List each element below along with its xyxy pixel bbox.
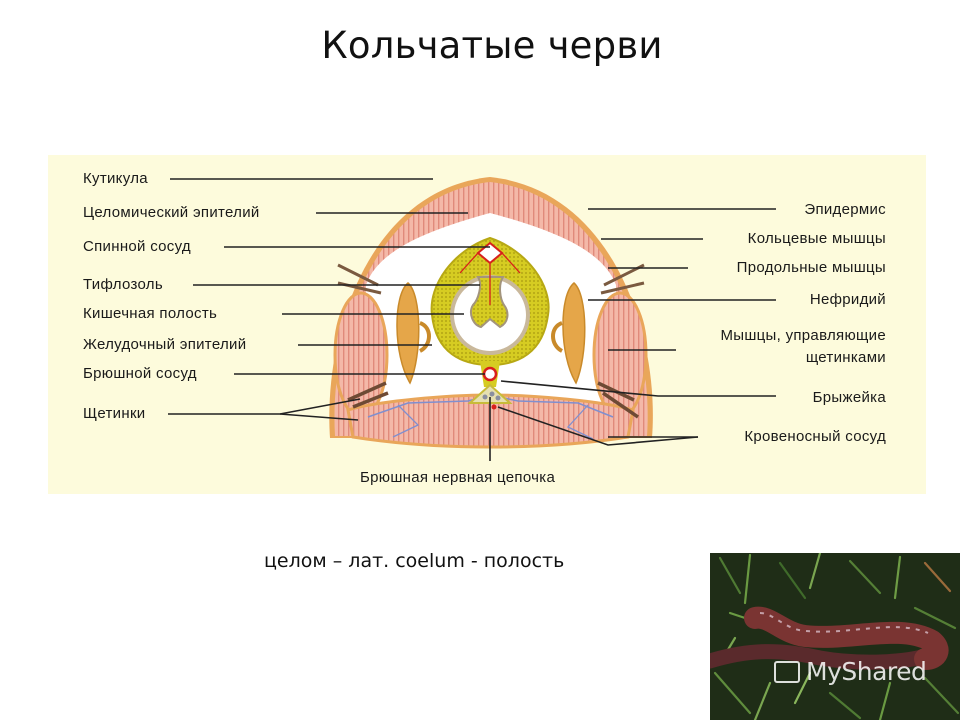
label-typhlosole: Тифлозоль: [83, 276, 163, 293]
label-setae-muscles-line1: Мышцы, управляющие: [720, 327, 886, 344]
label-longitudinal-muscles: Продольные мышцы: [736, 259, 886, 276]
label-blood-vessel: Кровеносный сосуд: [744, 428, 886, 445]
label-setae: Щетинки: [83, 405, 146, 422]
right-leader-lines: [497, 208, 776, 446]
label-setae-muscles-line2: щетинками: [805, 349, 886, 366]
label-intestinal-cavity: Кишечная полость: [83, 305, 218, 322]
label-nephridium: Нефридий: [809, 291, 886, 308]
watermark-text: MyShared: [806, 657, 927, 686]
label-circular-muscles: Кольцевые мышцы: [747, 230, 886, 247]
label-epidermis: Эпидермис: [804, 201, 886, 218]
presentation-board-icon: [774, 660, 800, 683]
label-ventral-vessel: Брюшной сосуд: [83, 365, 197, 382]
label-dorsal-vessel: Спинной сосуд: [83, 238, 191, 255]
annelid-cross-section-diagram: Кутикула Целомический эпителий Спинной с…: [48, 155, 926, 494]
slide-title: Кольчатые черви: [321, 24, 663, 67]
label-gastric-epithelium: Желудочный эпителий: [83, 336, 247, 353]
left-leader-lines: [168, 178, 491, 461]
label-ventral-nerve-cord: Брюшная нервная цепочка: [360, 469, 556, 486]
label-coelomic-epithelium: Целомический эпителий: [83, 204, 260, 221]
cross-section-illustration: [168, 177, 776, 461]
myshared-watermark: MyShared: [774, 657, 927, 686]
label-mesentery: Брыжейка: [812, 389, 886, 406]
label-cuticle: Кутикула: [83, 170, 148, 187]
earthworm-photo: MyShared: [710, 553, 960, 720]
earthworm-on-grass-image: [710, 553, 960, 720]
coelom-etymology-caption: целом – лат. coelum - полость: [264, 550, 565, 572]
